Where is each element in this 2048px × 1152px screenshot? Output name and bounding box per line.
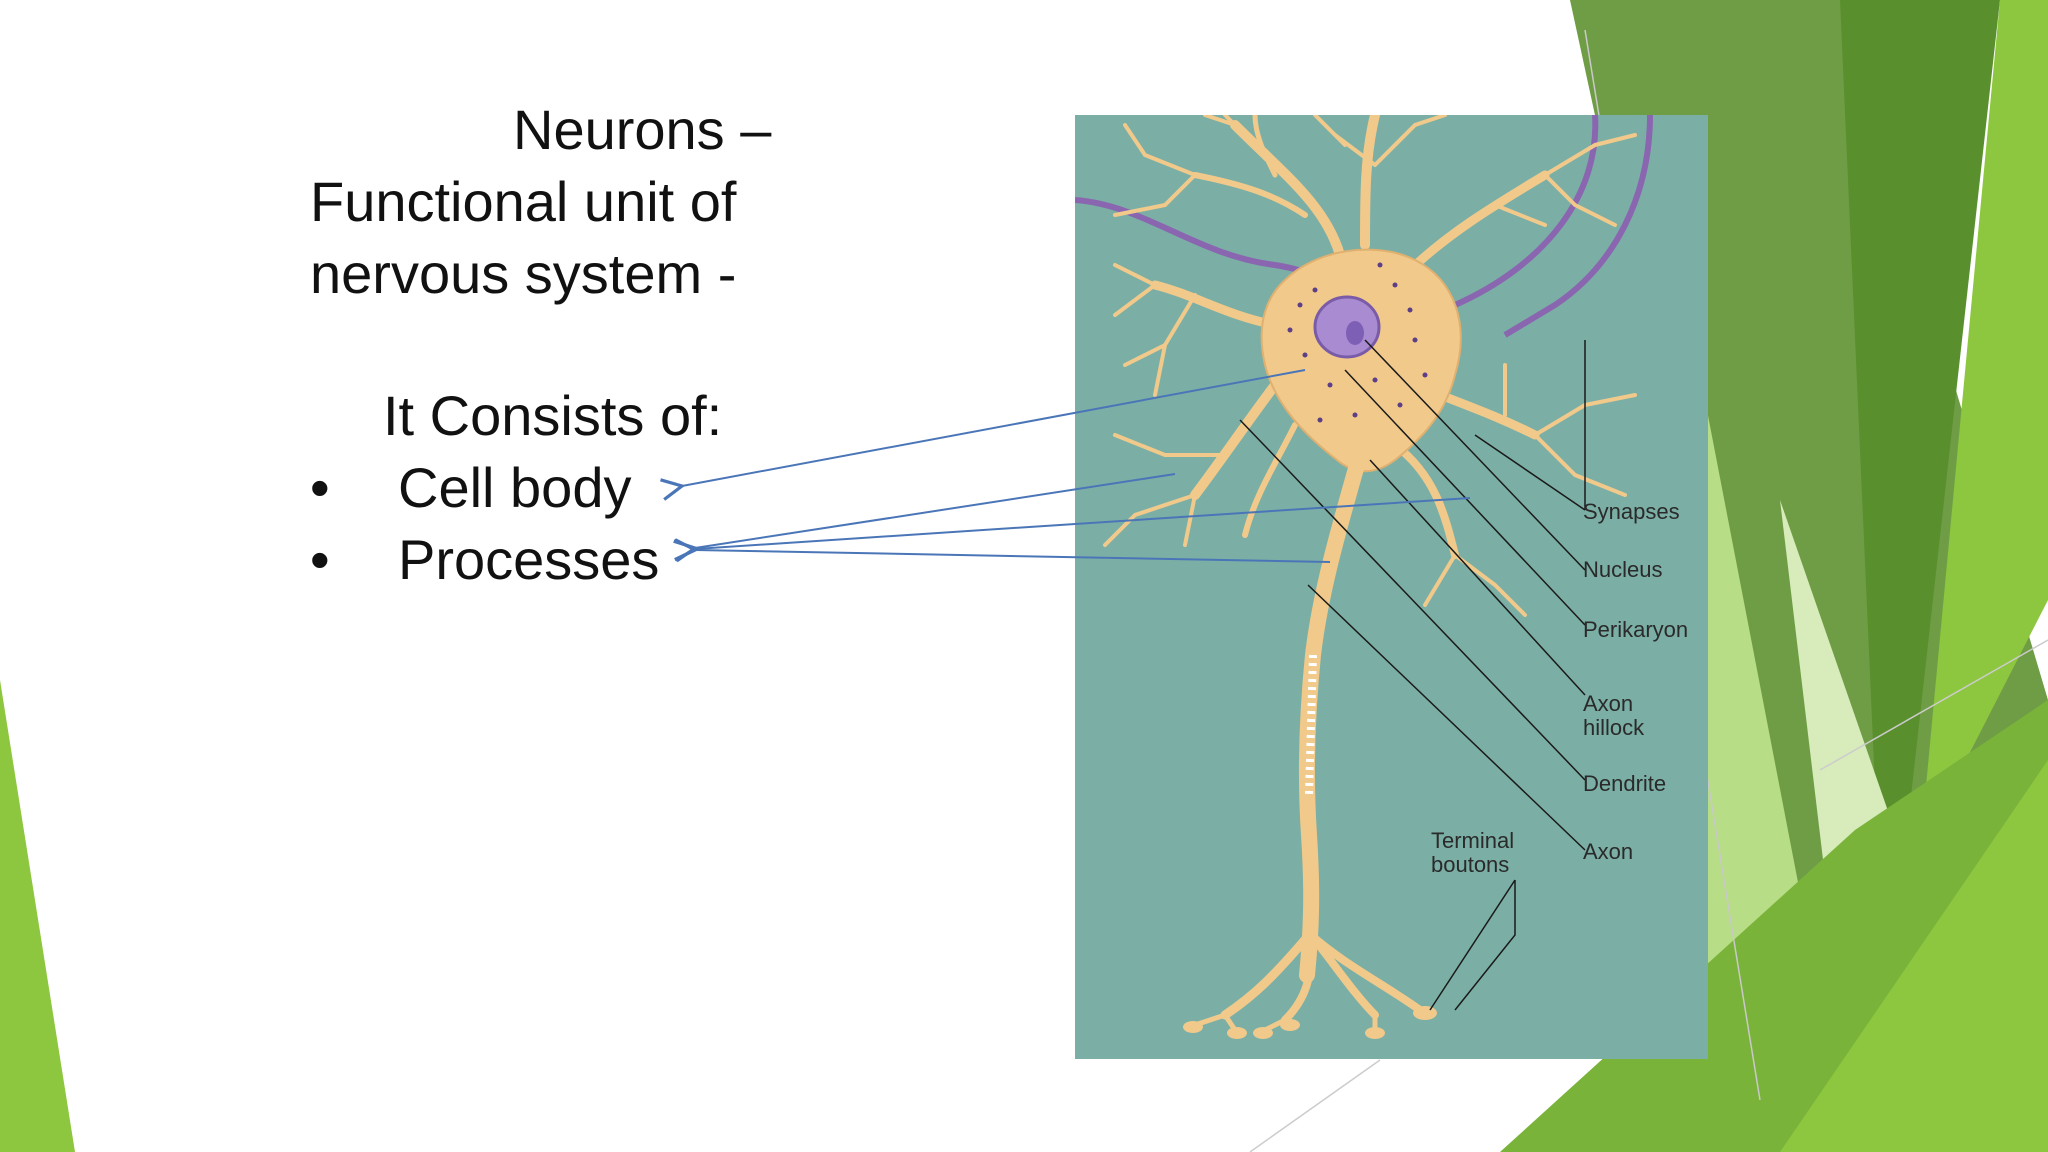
arrow-processes [673,473,1176,563]
bullet-processes: Processes [398,528,660,591]
label-perikaryon: Perikaryon [1583,617,1688,642]
arrow-processes [673,497,1471,562]
deco-line [1249,1059,1381,1152]
label-terminal-2: boutons [1431,852,1509,877]
label-axon-hillock-1: Axon [1583,691,1633,716]
label-dendrite: Dendrite [1583,771,1666,796]
deco-shape [1780,760,2048,1152]
input-fiber [1503,115,1653,338]
deco-shape [0,680,75,1152]
title-line-2: Functional unit of [310,170,737,233]
label-axon: Axon [1583,839,1633,864]
bullet-cell-body: Cell body [398,456,632,519]
title-line-1: Neurons – [513,98,772,161]
bullet-dot: • [310,456,330,519]
label-axon-hillock-2: hillock [1583,715,1645,740]
cell-body [1260,248,1462,473]
nissl-granules [1287,262,1428,423]
arrow-processes [674,538,1331,563]
consists-heading: It Consists of: [383,384,723,447]
nucleolus [1346,321,1364,345]
bullet-dot: • [310,528,330,591]
dendrites [1103,115,1637,617]
deco-line [1819,639,2048,771]
label-synapses: Synapses [1583,499,1680,524]
axon [1298,457,1365,983]
label-nucleus: Nucleus [1583,557,1662,582]
neuron-diagram: Synapses Nucleus Perikaryon Axon hillock… [1075,115,1708,1059]
label-terminal-1: Terminal [1431,828,1514,853]
title-line-3: nervous system - [310,242,737,305]
arrow-cell-body [660,369,1306,501]
deco-shape [1920,0,2048,850]
nucleus [1313,295,1381,359]
deco-shape [1840,0,2000,900]
axon-terminals [1192,930,1424,1033]
